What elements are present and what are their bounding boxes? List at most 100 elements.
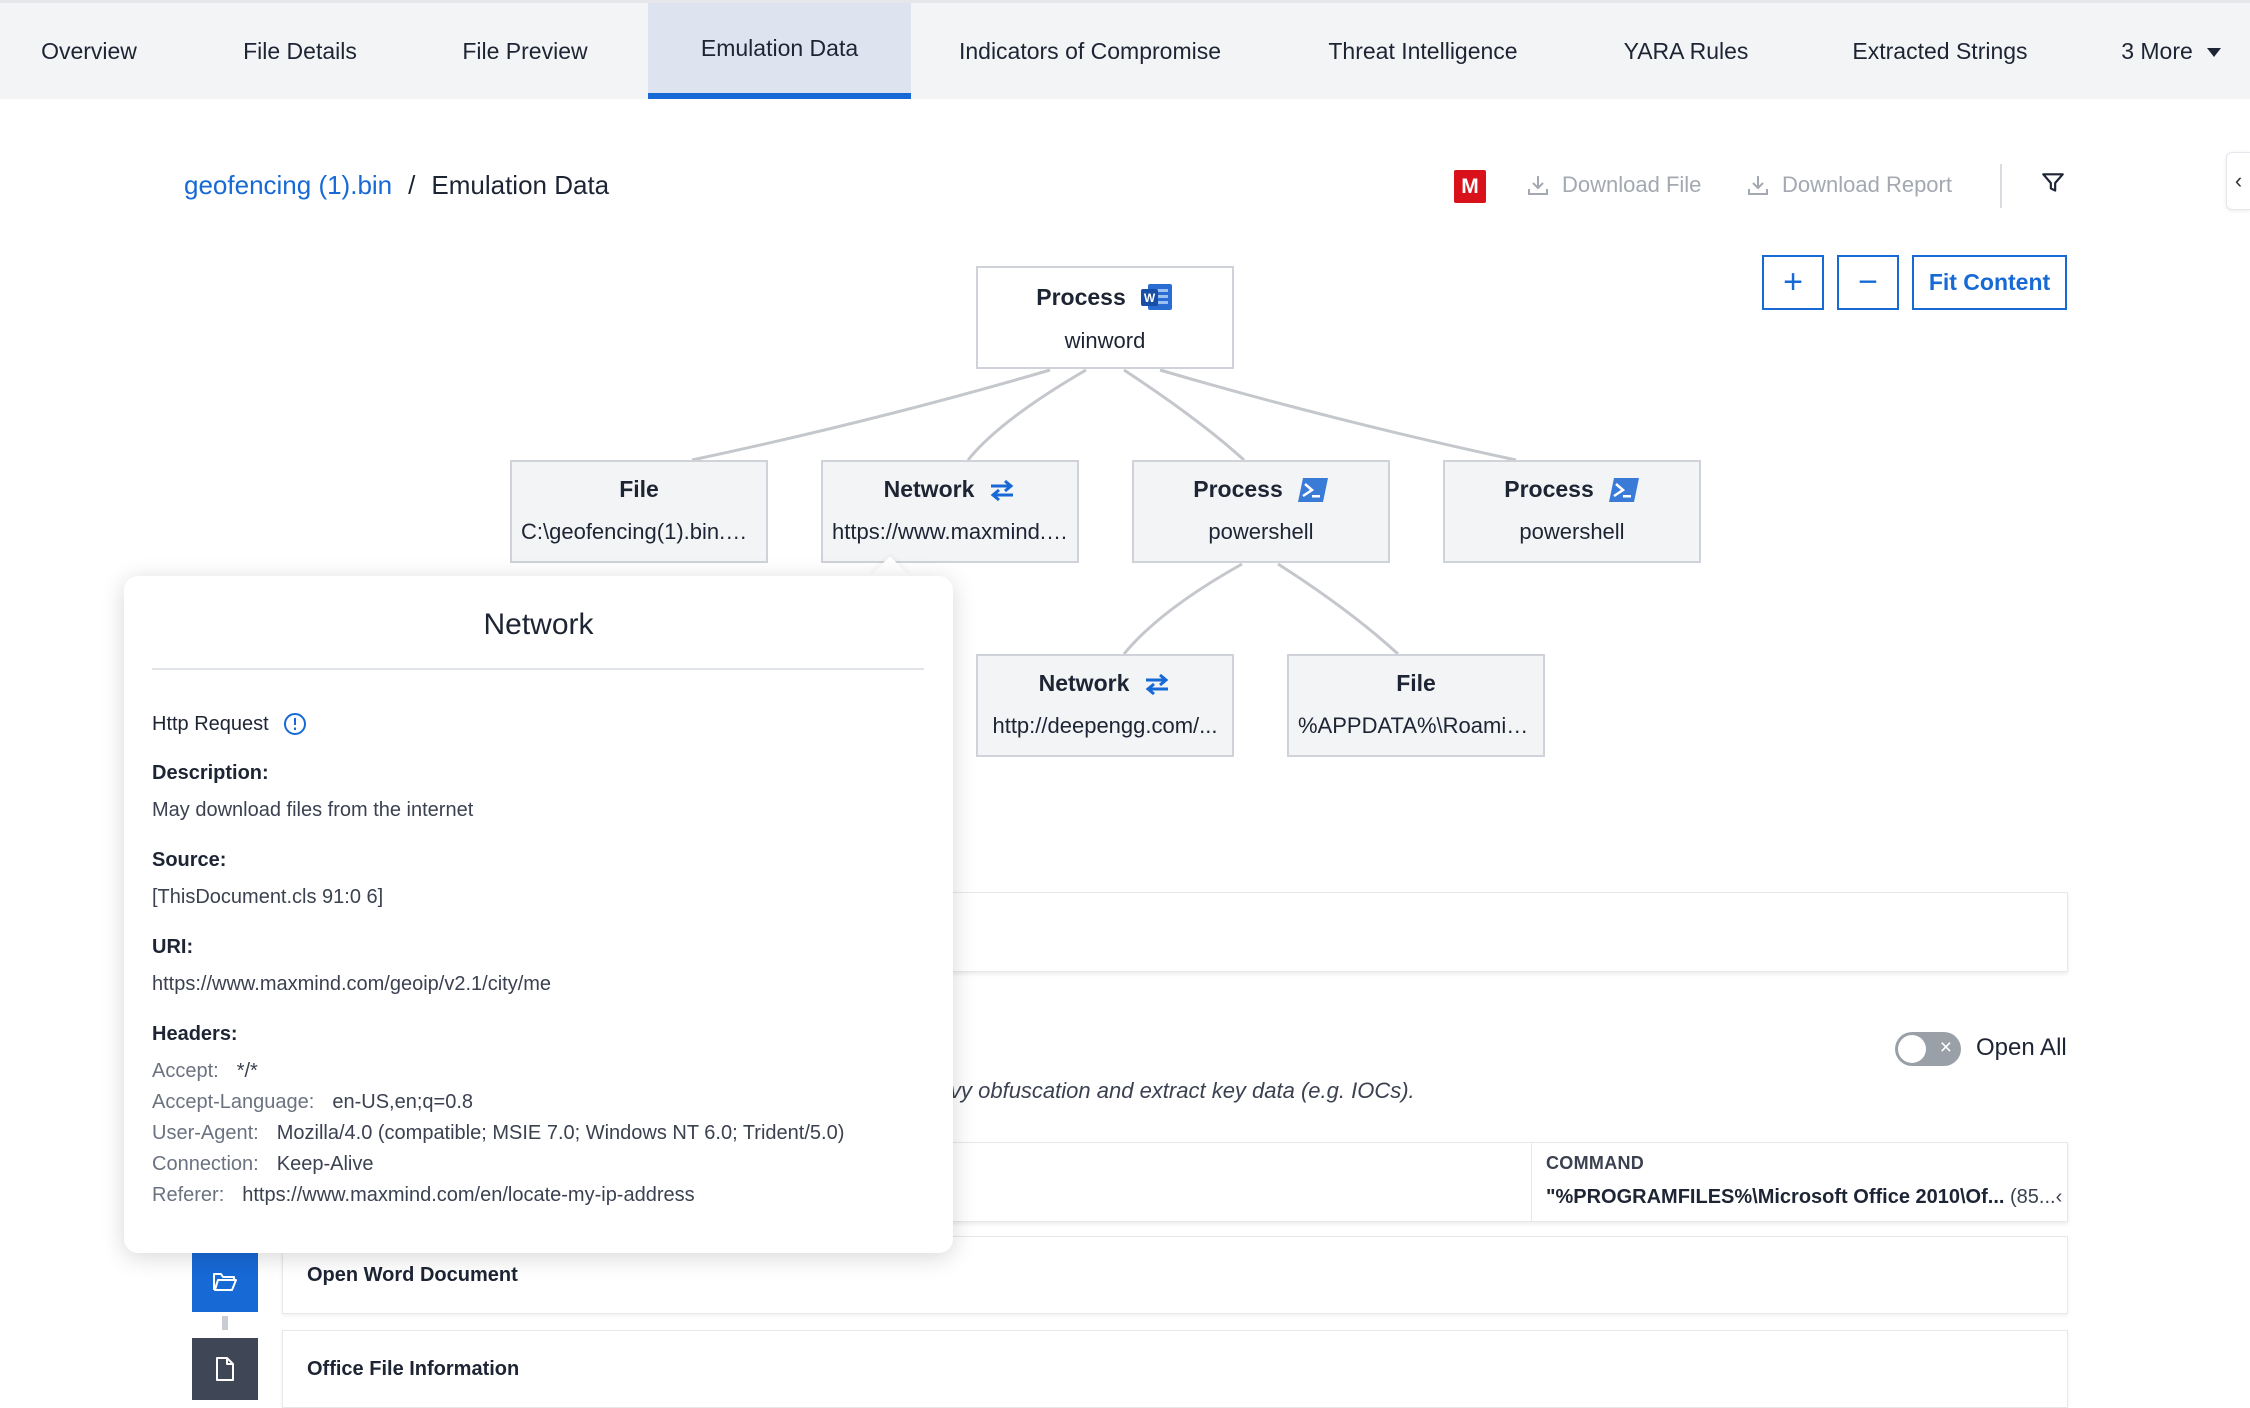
- badge-text: M: [1461, 174, 1479, 198]
- graph-node-process-powershell-2[interactable]: Process powershell: [1443, 460, 1701, 563]
- tab-label: File Details: [243, 37, 357, 64]
- download-icon: [1528, 176, 1548, 195]
- tab-label: Overview: [41, 37, 137, 64]
- filter-button[interactable]: [2040, 170, 2066, 201]
- tab-label: Indicators of Compromise: [958, 37, 1222, 64]
- node-value: %APPDATA%\Roaming\...: [1298, 713, 1534, 738]
- folder-open-icon: [213, 1273, 237, 1291]
- powershell-icon: [1297, 477, 1329, 503]
- edge-root-file: [691, 368, 1051, 462]
- command-header: COMMAND: [1546, 1153, 1645, 1173]
- tab-overview[interactable]: Overview: [14, 3, 164, 99]
- edge-root-powershell-2: [1159, 368, 1517, 462]
- download-icon: [1748, 176, 1768, 195]
- zoom-in-button[interactable]: +: [1762, 255, 1824, 310]
- tab-bar: Overview File Details File Preview Emula…: [0, 0, 2250, 99]
- info-icon[interactable]: [283, 712, 307, 736]
- tab-label: File Preview: [462, 37, 588, 64]
- headers-label: Headers:: [152, 1023, 238, 1045]
- node-type-label: File: [619, 476, 659, 502]
- zoom-out-button[interactable]: −: [1837, 255, 1899, 310]
- node-value: http://deepengg.com/...: [992, 713, 1218, 738]
- open-all-toggle[interactable]: ×: [1895, 1032, 1961, 1066]
- toggle-knob: [1898, 1035, 1926, 1063]
- tab-label: YARA Rules: [1623, 37, 1749, 64]
- fit-content-button[interactable]: Fit Content: [1912, 255, 2067, 310]
- tab-extracted-strings[interactable]: Extracted Strings: [1836, 3, 2044, 99]
- header-row-connection: Connection:Keep-Alive: [152, 1153, 373, 1176]
- tab-threat-intelligence[interactable]: Threat Intelligence: [1312, 3, 1534, 99]
- process-command-row: COMMAND "%PROGRAMFILES%\Microsoft Office…: [900, 1142, 2068, 1222]
- node-value: https://www.maxmind.com/geoip/v2.1/city/…: [832, 519, 1068, 544]
- header-value: */*: [236, 1060, 258, 1082]
- graph-node-file[interactable]: File C:\geofencing(1).bin.docx: [510, 460, 768, 563]
- network-arrows-icon: [988, 478, 1016, 502]
- node-value: powershell: [1208, 519, 1314, 544]
- filter-icon: [2042, 173, 2064, 192]
- network-detail-popover: Network Http Request Description: May do…: [124, 576, 953, 1253]
- header-key: Referer:: [152, 1184, 225, 1206]
- node-type-label: Process: [1504, 476, 1594, 502]
- download-report-button[interactable]: Download Report: [1746, 172, 1952, 198]
- document-icon: [216, 1357, 234, 1381]
- node-value: winword: [1064, 328, 1146, 353]
- download-file-button[interactable]: Download File: [1526, 172, 1701, 198]
- tab-file-details[interactable]: File Details: [222, 3, 378, 99]
- source-label: Source:: [152, 849, 227, 871]
- header-key: User-Agent:: [152, 1122, 259, 1144]
- header-key: Accept-Language:: [152, 1091, 315, 1113]
- graph-node-file-2[interactable]: File %APPDATA%\Roaming\...: [1287, 654, 1545, 757]
- breadcrumb: geofencing (1).bin / Emulation Data: [184, 170, 609, 201]
- graph-node-network[interactable]: Network https://www.maxmind.com/geoip/v2…: [821, 460, 1079, 563]
- node-value: C:\geofencing(1).bin.docx: [521, 519, 757, 544]
- uri-label: URI:: [152, 936, 194, 958]
- popover-title: Network: [483, 608, 594, 641]
- source-value: [ThisDocument.cls 91:0 6]: [152, 886, 384, 908]
- svg-text:W: W: [1144, 291, 1156, 305]
- collapse-panel-handle[interactable]: ‹: [2226, 152, 2250, 210]
- command-value: "%PROGRAMFILES%\Microsoft Office 2010\Of…: [1546, 1186, 2069, 1209]
- zoom-out-label: −: [1858, 263, 1878, 301]
- graph-node-process-powershell[interactable]: Process powershell: [1132, 460, 1390, 563]
- header-key: Connection:: [152, 1153, 259, 1175]
- tab-file-preview[interactable]: File Preview: [440, 3, 610, 99]
- header-row-accept-language: Accept-Language: en-US,en;q=0.8: [152, 1091, 473, 1114]
- tab-label: 3 More: [2121, 37, 2193, 64]
- breadcrumb-file-link[interactable]: geofencing (1).bin: [184, 170, 393, 200]
- description-label: Description:: [152, 762, 269, 784]
- step-icon-open-word: [192, 1250, 258, 1312]
- header-value: en-US,en;q=0.8: [332, 1091, 473, 1113]
- tab-more-dropdown[interactable]: 3 More: [2108, 3, 2234, 99]
- tab-yara-rules[interactable]: YARA Rules: [1612, 3, 1760, 99]
- graph-node-root-process[interactable]: Process W winword: [976, 266, 1234, 369]
- node-type-label: File: [1396, 670, 1436, 696]
- step-label: Open Word Document: [307, 1263, 518, 1286]
- description-note: vy obfuscation and extract key data (e.g…: [950, 1078, 1415, 1103]
- tab-emulation-data[interactable]: Emulation Data: [648, 3, 911, 99]
- header-key: Accept:: [152, 1060, 219, 1082]
- network-arrows-icon: [1143, 672, 1171, 696]
- node-type-label: Network: [1038, 670, 1130, 696]
- download-report-label: Download Report: [1782, 172, 1952, 197]
- open-all-label: Open All: [1976, 1034, 2067, 1061]
- content-panel: [900, 892, 2068, 972]
- chevron-down-icon: [2206, 48, 2221, 57]
- header-row-accept: Accept: */*: [152, 1060, 258, 1083]
- description-value: May download files from the internet: [152, 799, 474, 821]
- header-row-user-agent: User-Agent: Mozilla/4.0 (compatible; MSIE…: [152, 1122, 844, 1145]
- command-column: COMMAND "%PROGRAMFILES%\Microsoft Office…: [1531, 1143, 2069, 1221]
- step-office-file-information[interactable]: Office File Information: [282, 1330, 2068, 1408]
- breadcrumb-separator: /: [408, 170, 416, 200]
- step-connector: [222, 1316, 228, 1330]
- tab-label: Emulation Data: [700, 34, 859, 61]
- chevron-left-icon: ‹: [2234, 168, 2243, 193]
- header-value: Mozilla/4.0 (compatible; MSIE 7.0; Windo…: [276, 1122, 845, 1144]
- graph-node-network-2[interactable]: Network http://deepengg.com/...: [976, 654, 1234, 757]
- edge-powershell-file: [1277, 562, 1400, 656]
- tab-indicators-of-compromise[interactable]: Indicators of Compromise: [945, 3, 1235, 99]
- node-value: powershell: [1519, 519, 1625, 544]
- breadcrumb-current: Emulation Data: [431, 170, 610, 200]
- close-icon: ×: [1939, 1036, 1952, 1059]
- popover-divider: [152, 668, 924, 670]
